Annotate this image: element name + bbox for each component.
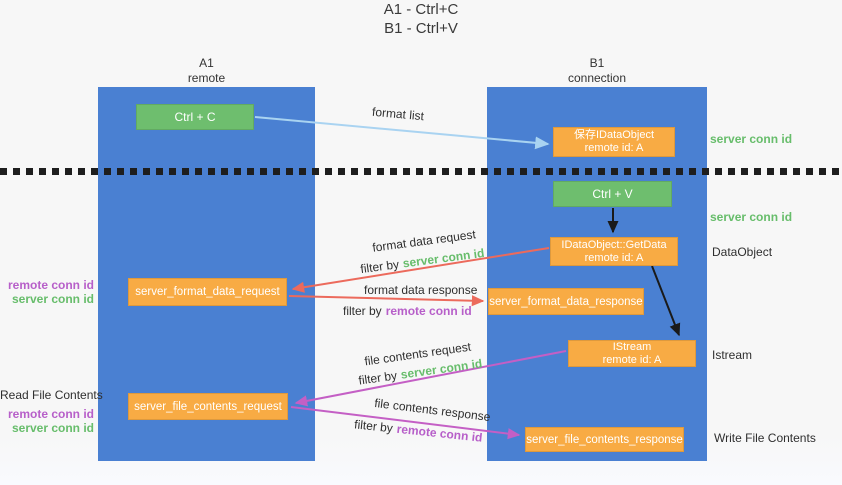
left-remote-conn-id-top: remote conn id xyxy=(7,278,94,292)
file-request-box: server_file_contents_request xyxy=(128,393,288,420)
arrow-getdata-to-istream xyxy=(651,265,681,337)
arrow-format-list xyxy=(254,116,550,150)
save-dataobject-box: 保存IDataObject remote id: A xyxy=(553,127,675,157)
save-dataobject-line2: remote id: A xyxy=(584,142,644,154)
format-data-response-label: format data response xyxy=(364,283,478,297)
istream-box: IStream remote id: A xyxy=(568,340,696,367)
getdata-line2: remote id: A xyxy=(584,251,644,264)
lane-left-subtitle: remote xyxy=(187,71,226,85)
arrow-file-contents-response xyxy=(290,406,521,440)
lane-right-subtitle: connection xyxy=(567,71,627,85)
title-line-2: B1 - Ctrl+V xyxy=(384,20,458,37)
file-response-label: server_file_contents_response xyxy=(526,433,683,446)
ctrl-v-label: Ctrl + V xyxy=(592,187,633,201)
format-request-label: server_format_data_request xyxy=(135,286,280,298)
left-server-conn-id-top: server conn id xyxy=(11,292,94,306)
file-request-label: server_file_contents_request xyxy=(134,400,282,413)
title-line-1: A1 - Ctrl+C xyxy=(383,1,459,18)
left-remote-conn-id-bottom: remote conn id xyxy=(7,407,94,421)
format-response-box: server_format_data_response xyxy=(488,288,644,315)
right-server-conn-id-mid: server conn id xyxy=(710,210,793,224)
format-request-box: server_format_data_request xyxy=(128,278,287,306)
right-server-conn-id-top: server conn id xyxy=(710,132,793,146)
left-server-conn-id-bottom: server conn id xyxy=(11,421,94,435)
istream-side-label: Istream xyxy=(712,348,753,362)
getdata-line1: IDataObject::GetData xyxy=(561,238,667,251)
ctrl-v-box: Ctrl + V xyxy=(553,181,672,207)
dataobject-label: DataObject xyxy=(712,245,773,259)
istream-line2: remote id: A xyxy=(602,353,662,366)
dotted-separator xyxy=(0,168,842,175)
remote-conn-id-key: remote conn id xyxy=(385,304,472,318)
lane-right-title: B1 xyxy=(589,56,605,70)
lane-left-title: A1 xyxy=(199,56,214,70)
read-file-contents-label: Read File Contents xyxy=(0,388,103,402)
format-response-label: server_format_data_response xyxy=(489,295,643,308)
ctrl-c-label: Ctrl + C xyxy=(174,110,216,124)
diagram-title: A1 - Ctrl+C B1 - Ctrl+V xyxy=(0,0,842,38)
arrow-format-data-request xyxy=(291,247,550,293)
lane-header-right: B1 connection xyxy=(487,56,707,86)
getdata-box: IDataObject::GetData remote id: A xyxy=(550,237,678,266)
filter-by-text: filter by xyxy=(343,304,382,318)
write-file-contents-label: Write File Contents xyxy=(714,431,816,445)
istream-line1: IStream xyxy=(612,340,652,353)
arrow-file-contents-request xyxy=(294,350,567,407)
lane-header-left: A1 remote xyxy=(98,56,315,86)
save-dataobject-line1: 保存IDataObject xyxy=(573,129,655,141)
arrow-format-data-response xyxy=(288,295,485,307)
file-response-box: server_file_contents_response xyxy=(525,427,684,452)
ctrl-c-box: Ctrl + C xyxy=(136,104,254,130)
